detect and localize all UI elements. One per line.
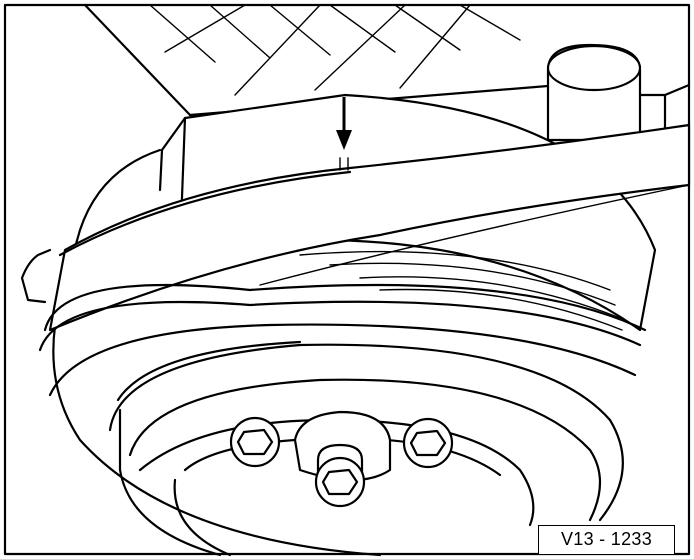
figure-frame <box>3 3 691 556</box>
tensioner-post <box>546 43 691 142</box>
reference-label: V13 - 1233 <box>538 525 675 555</box>
drive-belt <box>48 123 691 332</box>
hub-bolt-right <box>402 417 454 469</box>
hub-bolt-left <box>229 416 281 468</box>
pulley-grooves <box>38 250 647 397</box>
down-arrow-icon <box>336 97 352 171</box>
hub-bolt-center <box>314 443 366 508</box>
